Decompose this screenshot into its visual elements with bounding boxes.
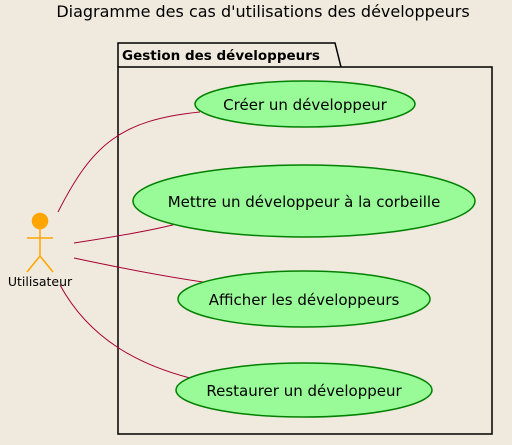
actor-left-leg <box>26 255 41 273</box>
actor-right-leg <box>39 255 54 273</box>
use-case-list: Afficher les développeurs <box>177 270 431 328</box>
use-case-ellipse <box>194 80 416 128</box>
use-case-ellipse <box>177 270 431 328</box>
use-case-label: Mettre un développeur à la corbeille <box>168 193 441 211</box>
package-label: Gestion des développeurs <box>122 48 320 64</box>
use-case-ellipse <box>132 164 476 238</box>
use-case-ellipse <box>175 362 433 418</box>
association-list <box>73 257 211 284</box>
association-restore <box>59 284 191 379</box>
associations <box>57 111 211 379</box>
actor-head <box>31 212 49 230</box>
actor <box>26 212 54 273</box>
use-case-label: Créer un développeur <box>223 96 387 114</box>
use-case-trash: Mettre un développeur à la corbeille <box>132 164 476 238</box>
use-case-label: Afficher les développeurs <box>209 291 400 309</box>
use-case-restore: Restaurer un développeur <box>175 362 433 418</box>
use-case-create: Créer un développeur <box>194 80 416 128</box>
package-tab <box>117 42 342 68</box>
association-create <box>57 111 201 213</box>
association-trash <box>73 222 181 244</box>
diagram-title: Diagramme des cas d'utilisations des dév… <box>56 2 469 21</box>
use-case-label: Restaurer un développeur <box>206 382 402 400</box>
actor-label: Utilisateur <box>8 274 73 289</box>
